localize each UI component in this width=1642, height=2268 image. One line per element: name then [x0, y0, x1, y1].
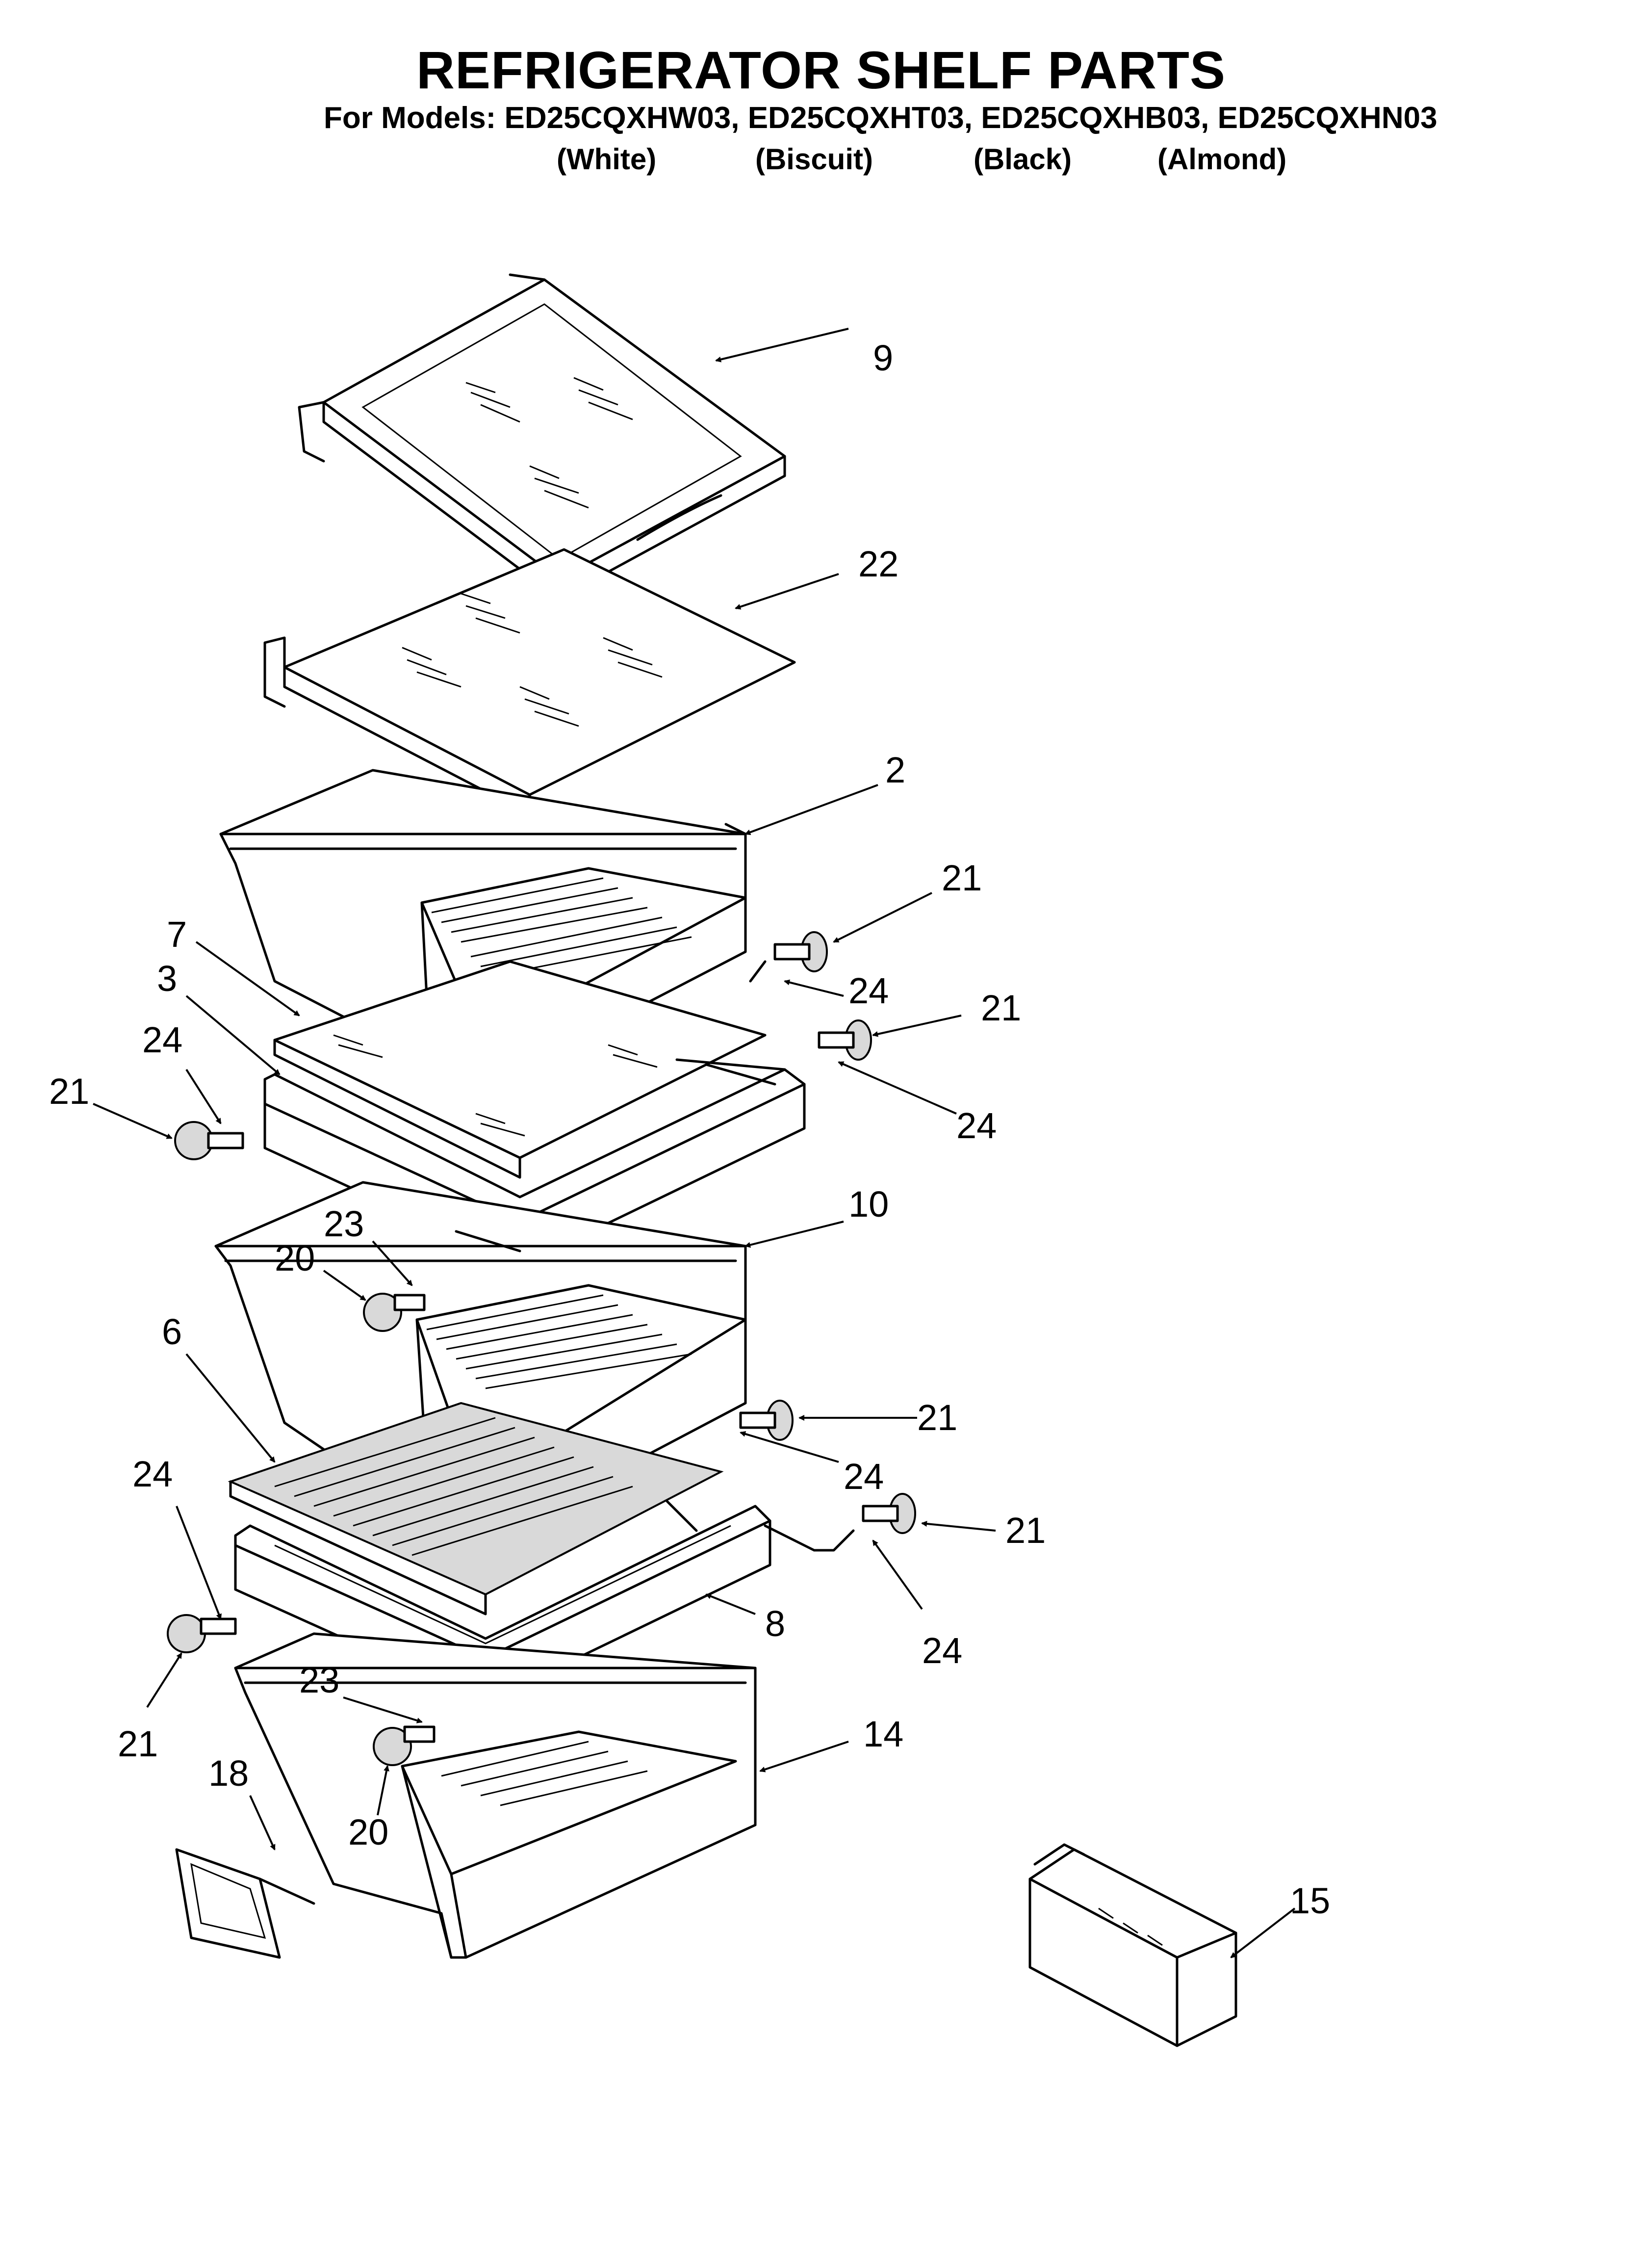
callout-24: 24: [132, 1454, 173, 1494]
callout-15: 15: [1290, 1880, 1330, 1921]
callout-23: 23: [324, 1203, 364, 1244]
callout-10: 10: [848, 1184, 889, 1225]
callout-3: 3: [157, 958, 177, 999]
leader-lines: [93, 328, 1296, 1958]
color-almond: (Almond): [1157, 143, 1287, 176]
page-title: REFRIGERATOR SHELF PARTS: [416, 40, 1226, 100]
callout-18: 18: [208, 1753, 249, 1794]
color-biscuit: (Biscuit): [755, 143, 873, 176]
callout-9: 9: [873, 338, 893, 378]
glass-shelf-part-22: [263, 548, 796, 816]
drawer-part-14: [234, 1632, 757, 1959]
callout-14: 14: [863, 1714, 903, 1754]
callout-24: 24: [922, 1630, 962, 1671]
callout-24: 24: [844, 1456, 884, 1497]
callout-7: 7: [167, 914, 187, 955]
callout-21: 21: [981, 988, 1021, 1028]
callout-21: 21: [1005, 1510, 1046, 1551]
callout-8: 8: [765, 1603, 785, 1644]
color-white: (White): [557, 143, 657, 176]
color-black: (Black): [974, 143, 1072, 176]
callout-6: 6: [162, 1311, 182, 1352]
roller-part-21-f: [167, 1614, 237, 1653]
callout-21: 21: [118, 1723, 158, 1764]
callout-24: 24: [142, 1019, 182, 1060]
roller-part-21-b: [818, 1019, 872, 1061]
roller-part-21-a: [749, 931, 828, 983]
roller-part-21-e: [764, 1493, 916, 1552]
glass-cover-part-7: [273, 960, 767, 1179]
roller-part-21-d: [739, 1400, 794, 1441]
callout-2: 2: [885, 750, 905, 790]
callout-21: 21: [49, 1071, 89, 1112]
callout-24: 24: [956, 1105, 997, 1146]
shelf-frame-part-9: [298, 273, 786, 600]
callout-23: 23: [299, 1660, 339, 1700]
callout-20: 20: [348, 1812, 388, 1852]
roller-part-21-c: [174, 1121, 244, 1160]
callout-21: 21: [942, 858, 982, 898]
callout-24: 24: [848, 970, 889, 1011]
callout-21: 21: [917, 1397, 957, 1438]
roller-part-20-b: [373, 1725, 436, 1766]
model-list: For Models: ED25CQXHW03, ED25CQXHT03, ED…: [324, 101, 1437, 135]
bin-part-15: [1028, 1843, 1237, 2047]
callout-22: 22: [858, 544, 898, 584]
label-insert-part-18: [175, 1848, 315, 1959]
glass-part-6: [228, 1402, 724, 1616]
roller-part-20-a: [363, 1293, 426, 1332]
callout-20: 20: [275, 1238, 315, 1278]
